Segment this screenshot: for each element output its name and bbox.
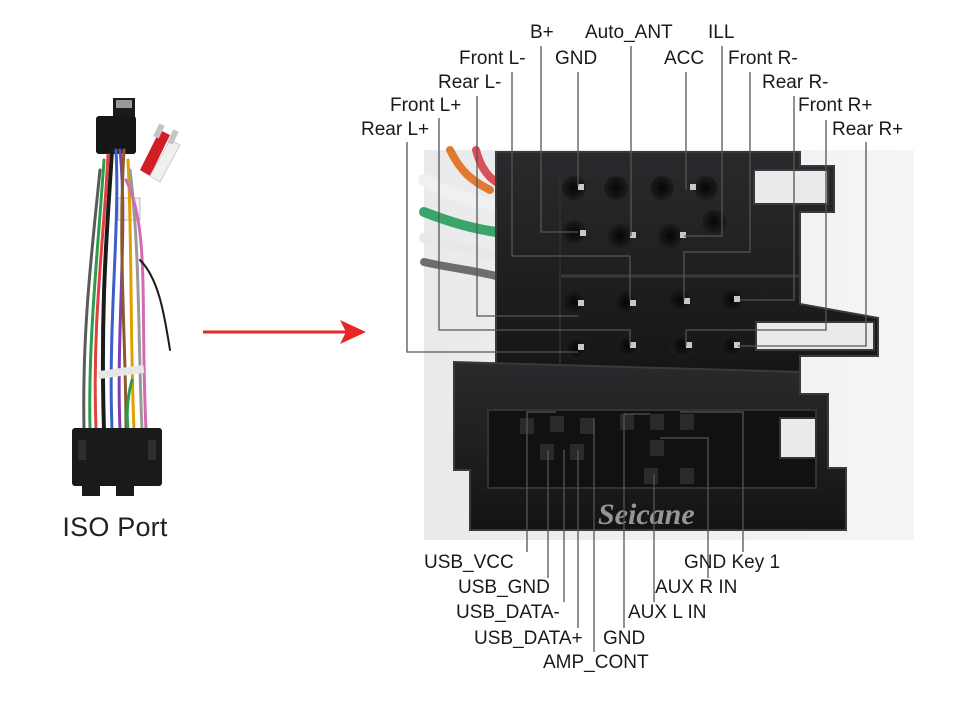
wire-tie [97,364,145,380]
label-rear-l-plus: Rear L+ [361,119,429,140]
iso-port-caption: ISO Port [62,512,168,542]
label-front-r-minus: Front R- [728,48,798,69]
bottom-labels: GND Key 1 USB_VCC AUX R IN USB_GND USB_D… [424,552,780,673]
label-gnd-bottom: GND [603,628,645,649]
watermark: Seicane [598,498,695,531]
connector-photo: Seicane [418,146,914,540]
leader-front-l-minus [511,72,631,300]
label-ill: ILL [708,22,734,43]
label-usb-data-minus: USB_DATA- [456,602,560,623]
upper-pin-grid [562,176,744,360]
label-rear-r-minus: Rear R- [762,72,829,93]
harness-photo [72,98,181,496]
label-auto-ant: Auto_ANT [585,22,673,43]
label-acc: ACC [664,48,704,69]
top-labels: B+ Auto_ANT ILL Front L- GND ACC Front R… [361,22,903,140]
label-rear-r-plus: Rear R+ [832,119,903,140]
leader-rear-l-plus [406,142,578,353]
leader-rear-r-plus [738,142,867,347]
leader-front-r-minus [683,72,751,300]
label-usb-vcc: USB_VCC [424,552,514,573]
leader-front-l-plus [438,118,631,346]
leader-gnd-bottom [623,413,650,628]
leader-usb-vcc [526,411,556,552]
leader-aux-r-in [660,437,709,578]
harness-iso-connector [72,428,162,486]
label-b-plus: B+ [530,22,554,43]
label-amp-cont: AMP_CONT [543,652,649,673]
leader-front-r-plus [685,120,827,346]
rca-plugs [140,123,181,183]
usb-plug-body [96,116,136,154]
label-front-l-plus: Front L+ [390,95,461,116]
wire-bundle [82,148,171,432]
leader-rear-r-minus [740,96,795,301]
label-front-r-plus: Front R+ [798,95,872,116]
label-aux-l-in: AUX L IN [628,602,707,623]
label-front-l-minus: Front L- [459,48,526,69]
leader-ill [684,46,723,237]
leader-lines [406,46,867,652]
label-usb-gnd: USB_GND [458,577,550,598]
label-aux-r-in: AUX R IN [655,577,737,598]
red-arrow [203,320,366,344]
leader-rear-l-minus [476,96,578,317]
leader-gnd-key1 [680,411,744,552]
leader-b-plus [540,46,578,233]
label-usb-data-plus: USB_DATA+ [474,628,583,649]
label-rear-l-minus: Rear L- [438,72,501,93]
label-gnd-top: GND [555,48,597,69]
label-gnd-key1: GND Key 1 [684,552,780,573]
